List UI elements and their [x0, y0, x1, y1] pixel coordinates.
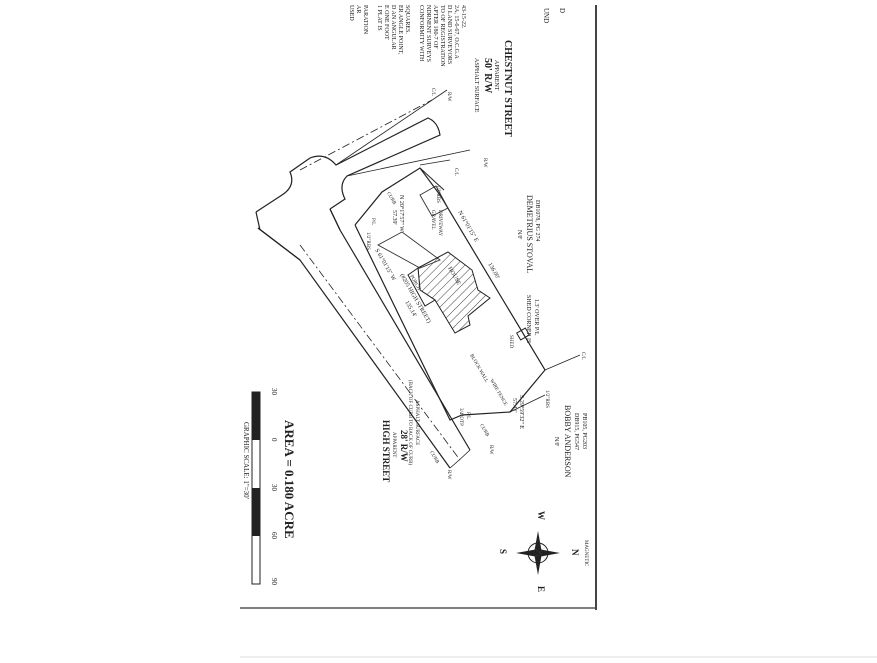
scale-tick-3: 60	[270, 532, 278, 540]
note-line: APTER 180-7 OF	[432, 5, 438, 49]
pin-label-2: 1/2"RBS	[365, 232, 370, 250]
driveway-label: DRIVEWAY	[437, 210, 442, 237]
compass-w: W	[536, 511, 546, 520]
rw-label-4: R/W	[446, 470, 451, 480]
note-line: PARATION	[362, 5, 368, 35]
curb-label: CURB	[385, 192, 396, 207]
chestnut-rw: 50' R/W	[482, 58, 493, 93]
pin-label-1: 1/2"RBS	[435, 185, 440, 203]
scale-tick-0: 30	[270, 388, 278, 396]
bearing-left: N 20°17'57" W	[398, 195, 405, 232]
north-arrow-icon	[516, 531, 560, 575]
stoval-ref: DB1078, PG 274	[534, 200, 540, 242]
cl-label-3: C/L	[453, 168, 458, 176]
curb-label-3: CURB	[428, 451, 439, 466]
chestnut-surface: ASPHALT SURFACE	[473, 58, 479, 113]
anderson-nf: N/F	[553, 437, 559, 447]
compass-n: N	[570, 549, 580, 556]
note-line: TO OF REGISTRATION	[439, 5, 445, 67]
cl-label-2: C/L	[580, 352, 585, 360]
dist-right: 57.41'	[511, 398, 517, 413]
high-curb-note: (BACK OF CURB TO BACK OF CURB)	[407, 380, 412, 465]
anderson-ref1: DB915, PG547	[573, 413, 579, 450]
pin-label-4: 3/4"OTP	[458, 408, 463, 426]
high-surface: ASPHALT SURFACE	[414, 400, 419, 445]
scale-tick-2: 30	[270, 484, 278, 492]
area-label: AREA = 0.180 ACRE	[282, 420, 297, 539]
fragment-text: D	[558, 8, 566, 13]
note-line: AR	[355, 5, 361, 13]
bearing-top: N 61°01'15" E	[456, 210, 480, 244]
shed-note-1: SHED CORNER IS	[525, 295, 531, 343]
scale-tick-4: 90	[270, 578, 278, 586]
dist-top: 136.00'	[486, 262, 500, 280]
fragment-text-2: UND	[542, 8, 550, 23]
note-line: USED	[348, 5, 354, 21]
stoval-name: DEMETRIUS STOVAL	[525, 195, 534, 273]
shed-note-2: 1.3' OVER P/L	[533, 299, 539, 336]
compass-e: E	[536, 586, 546, 592]
cl-label-1: C/L	[430, 88, 435, 96]
shed-footprint	[515, 327, 531, 341]
anderson-ref2: PB105, PG203	[581, 413, 587, 449]
scale-tick-1: 0	[270, 438, 278, 442]
compass-magnetic: MAGNETIC	[583, 540, 588, 567]
bearing-right: S 29°59'32" E	[518, 395, 525, 429]
gravel-label: GRAVEL	[430, 210, 435, 230]
note-line: NDRNENT SURVEYS	[425, 5, 431, 62]
rw-label-2: R/W	[482, 158, 487, 168]
scale-label: GRAPHIC SCALE: 1"=30'	[242, 422, 250, 499]
rw-label-3: R/W	[488, 445, 493, 455]
high-apparent: APPARENT	[391, 432, 396, 457]
high-street	[257, 208, 471, 469]
lot-boundary	[354, 159, 581, 421]
chestnut-street-name: CHESTNUT STREET	[502, 40, 513, 137]
pl-label-2: P/L	[465, 412, 470, 419]
note-line: E ONE FOOT	[383, 5, 389, 40]
note-line: 2A, 15-6-67, O.C.G.A	[453, 5, 459, 59]
block-wall-label: BLOCK WALL	[468, 354, 488, 384]
high-street-name: HIGH STREET	[381, 420, 391, 482]
graphic-scale	[251, 391, 261, 585]
rw-label-1: R/W	[446, 92, 451, 102]
note-line: SQUARES.	[404, 5, 410, 34]
bearing-bottom: S 61°01'15" W	[373, 248, 397, 283]
curb-label-2: CURB	[478, 424, 489, 439]
stoval-nf: N/F	[516, 230, 522, 240]
note-line: 43-15-22.	[460, 5, 466, 29]
high-rw: 28' R/W	[399, 430, 409, 462]
note-line: D AN ANGULAR	[390, 5, 396, 50]
dist-left: 57.39'	[391, 210, 397, 225]
house-footprint	[407, 251, 491, 334]
compass-s: S	[498, 549, 508, 554]
wire-fence-label: WIRE FENCE	[488, 379, 507, 407]
note-line: D LAND SURVEYORS	[446, 5, 452, 64]
note-line: ER ANGLE POINT,	[397, 5, 403, 55]
driveway	[377, 185, 449, 269]
chestnut-apparent: APPARENT	[493, 60, 499, 91]
pin-label-3: 1/2"RBS	[544, 390, 549, 408]
note-line: CONFORMITY WITH	[418, 5, 424, 62]
pl-label-1: P/L	[370, 218, 375, 225]
note-line: 1 PLAT IS	[376, 5, 382, 31]
anderson-name: BOBBY ANDERSON	[563, 405, 572, 478]
shed-label: SHED	[508, 335, 513, 348]
